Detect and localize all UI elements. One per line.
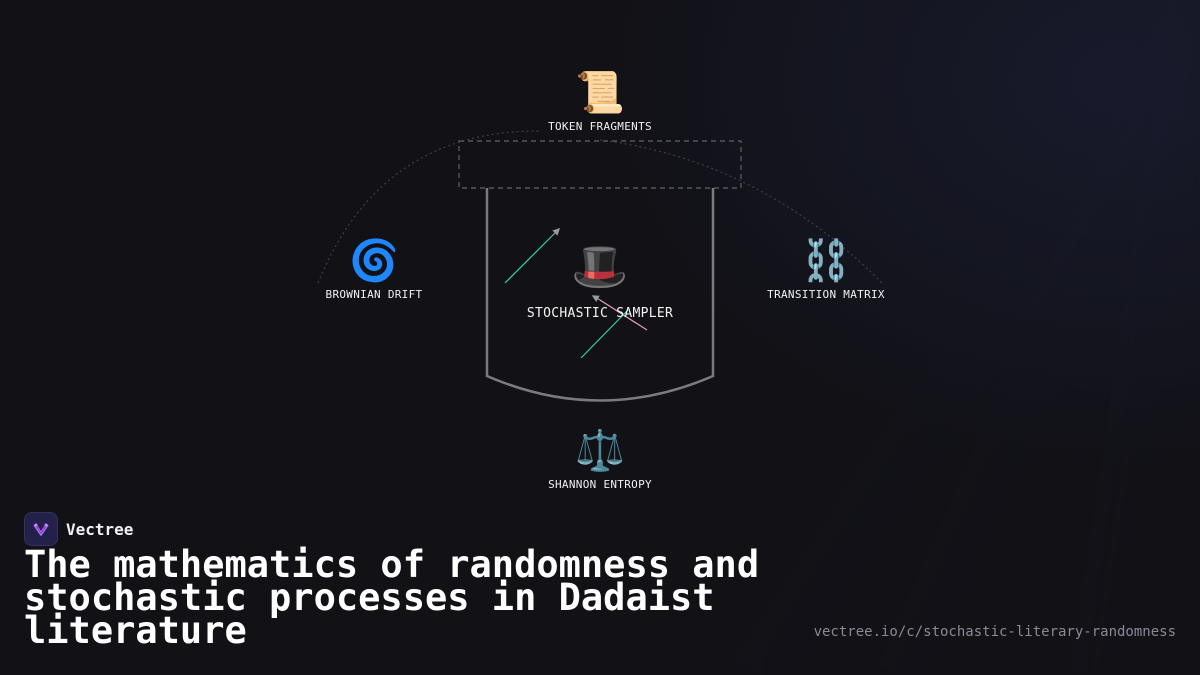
node-label: TOKEN FRAGMENTS [548,120,652,133]
cyclone-icon: 🌀 [349,238,399,284]
node-label: BROWNIAN DRIFT [325,288,423,301]
brand-name: Vectree [66,519,134,539]
hat-body-outline [485,188,715,402]
vectree-logo-icon [24,512,58,546]
chains-icon: ⛓️ [801,238,851,284]
node-transition-matrix: ⛓️ TRANSITION MATRIX [716,238,936,301]
node-label: STOCHASTIC SAMPLER [526,306,674,321]
page-title: The mathematics of randomness and stocha… [24,543,760,652]
arrow-cross-head [591,295,601,302]
node-shannon-entropy: ⚖️ SHANNON ENTROPY [490,428,710,491]
arrow-up-left [504,235,553,284]
top-hat-icon: 🎩 [571,239,629,293]
scroll-icon: 📜 [575,70,625,116]
arc-left [317,130,541,284]
node-brownian-drift: 🌀 BROWNIAN DRIFT [264,238,484,301]
brand[interactable]: Vectree [24,512,133,546]
page-url[interactable]: vectree.io/c/stochastic-literary-randomn… [813,624,1176,640]
balance-scale-icon: ⚖️ [575,428,625,474]
node-token-fragments: 📜 TOKEN FRAGMENTS [490,70,710,133]
arrow-down-teal [580,309,629,359]
node-label: TRANSITION MATRIX [767,288,885,301]
node-stochastic-sampler: 🎩 STOCHASTIC SAMPLER [480,240,720,321]
node-label: SHANNON ENTROPY [548,478,652,491]
arrow-up-left-head [551,227,561,237]
hat-rim-dashed [458,140,742,189]
